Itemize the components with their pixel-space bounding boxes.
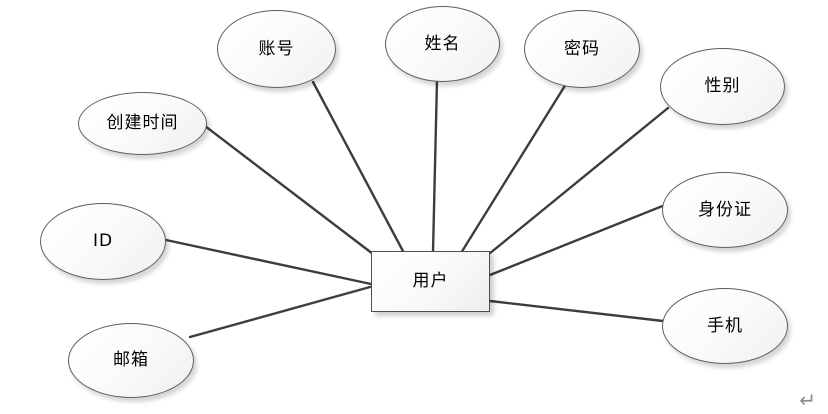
edge-password-to-entity [459, 82, 568, 255]
edge-email-to-entity [188, 285, 372, 339]
attribute-node-create-time[interactable]: 创建时间 [78, 92, 207, 155]
attribute-node-account[interactable]: 账号 [217, 10, 336, 88]
attribute-node-gender[interactable]: 性别 [660, 48, 785, 125]
edge-id-card-to-entity [488, 203, 667, 277]
attribute-label-phone: 手机 [707, 315, 743, 336]
attribute-node-password[interactable]: 密码 [524, 10, 640, 88]
attribute-node-id-card[interactable]: 身份证 [662, 172, 788, 248]
paragraph-mark-icon: ↵ [799, 388, 816, 412]
attribute-label-email: 邮箱 [113, 350, 149, 370]
entity-label-user: 用户 [412, 271, 449, 291]
edge-phone-to-entity [488, 299, 665, 323]
attribute-node-name[interactable]: 姓名 [385, 6, 500, 82]
edge-id-to-entity [164, 238, 373, 286]
attribute-label-id-card: 身份证 [698, 199, 752, 220]
attribute-label-create-time: 创建时间 [106, 113, 179, 133]
attribute-label-gender: 性别 [704, 76, 741, 96]
edge-name-to-entity [431, 78, 439, 254]
attribute-label-account: 账号 [258, 38, 295, 59]
attribute-node-email[interactable]: 邮箱 [68, 323, 194, 398]
attribute-label-name: 姓名 [424, 33, 461, 54]
entity-node-user[interactable]: 用户 [371, 251, 490, 312]
attribute-node-id[interactable]: ID [40, 203, 166, 280]
edge-account-to-entity [311, 80, 406, 255]
attribute-label-password: 密码 [564, 38, 600, 59]
attribute-label-id: ID [92, 231, 114, 251]
attribute-node-phone[interactable]: 手机 [662, 288, 788, 364]
edge-gender-to-entity [487, 106, 670, 256]
edge-create-time-to-entity [203, 124, 375, 256]
